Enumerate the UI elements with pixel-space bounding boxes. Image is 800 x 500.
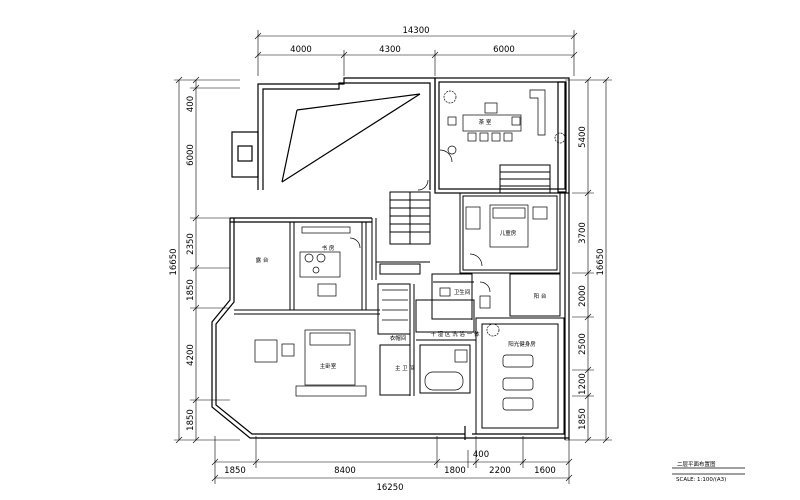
left-dimensions — [174, 76, 240, 444]
master-bed — [304, 329, 356, 386]
dim-right-1: 5400 — [578, 126, 588, 148]
bathtub — [424, 371, 464, 391]
room-balcony: 阳 台 — [534, 292, 547, 300]
dim-top-total: 14300 — [402, 26, 429, 36]
room-sunroom: 阳光健身房 — [508, 340, 536, 348]
dim-bottom-1: 1850 — [224, 466, 246, 476]
dim-left-5: 4200 — [186, 344, 196, 366]
title-block: 二层平面布置图 SCALE: 1:100/(A3) — [672, 460, 745, 483]
room-children: 儿童房 — [500, 229, 517, 237]
dim-bottom-small: 400 — [473, 450, 489, 460]
room-bath: 主 卫 间 — [395, 364, 415, 372]
plant-icon — [554, 132, 566, 144]
room-terrace: 露 台 — [256, 256, 269, 264]
dim-left-6: 1850 — [186, 409, 196, 431]
scale-label: SCALE: — [676, 477, 696, 483]
dim-bottom-2: 8400 — [334, 466, 356, 476]
study-desk — [299, 251, 341, 278]
children-bed — [489, 204, 529, 248]
dim-bottom-total: 16250 — [376, 483, 403, 493]
dim-top-2: 4300 — [379, 45, 401, 55]
dim-left-2: 6000 — [186, 144, 196, 166]
plant-icon — [443, 90, 457, 104]
plant-icon — [447, 145, 457, 155]
dim-left-3: 2350 — [186, 233, 196, 255]
room-cloak: 衣帽间 — [390, 334, 407, 342]
dim-right-6: 1850 — [578, 408, 588, 430]
dim-right-2: 3700 — [578, 222, 588, 244]
gym-equipment — [502, 354, 534, 368]
interior-walls — [234, 164, 565, 435]
tea-table — [462, 114, 522, 132]
bottom-dimensions — [211, 436, 573, 484]
room-toilet: 干 湿 区 洗 浴 一 体 — [431, 330, 480, 338]
dim-left-1: 400 — [186, 96, 196, 112]
drawing-title: 二层平面布置图 — [677, 460, 716, 468]
dim-bottom-4: 2200 — [489, 466, 511, 476]
furniture — [254, 89, 566, 411]
dim-bottom-3: 1800 — [444, 466, 466, 476]
dim-left-4: 1850 — [186, 279, 196, 301]
scale-value: 1:100/(A3) — [697, 477, 726, 483]
room-study: 书 房 — [322, 244, 335, 252]
dim-right-3: 2000 — [578, 285, 588, 307]
dim-top-1: 4000 — [290, 45, 312, 55]
top-dimensions — [254, 30, 578, 76]
dim-right-4: 2500 — [578, 333, 588, 355]
room-bathroom: 卫生间 — [454, 288, 471, 296]
dim-bottom-5: 1600 — [534, 466, 556, 476]
dim-left-total: 16650 — [169, 248, 179, 275]
plant-icon — [486, 323, 500, 337]
dim-right-total: 16650 — [596, 248, 606, 275]
right-dimensions — [565, 76, 612, 444]
room-master: 主卧室 — [320, 362, 337, 370]
dim-top-3: 6000 — [493, 45, 515, 55]
room-tea: 茶 室 — [479, 118, 492, 126]
dim-right-5: 1200 — [578, 373, 588, 395]
